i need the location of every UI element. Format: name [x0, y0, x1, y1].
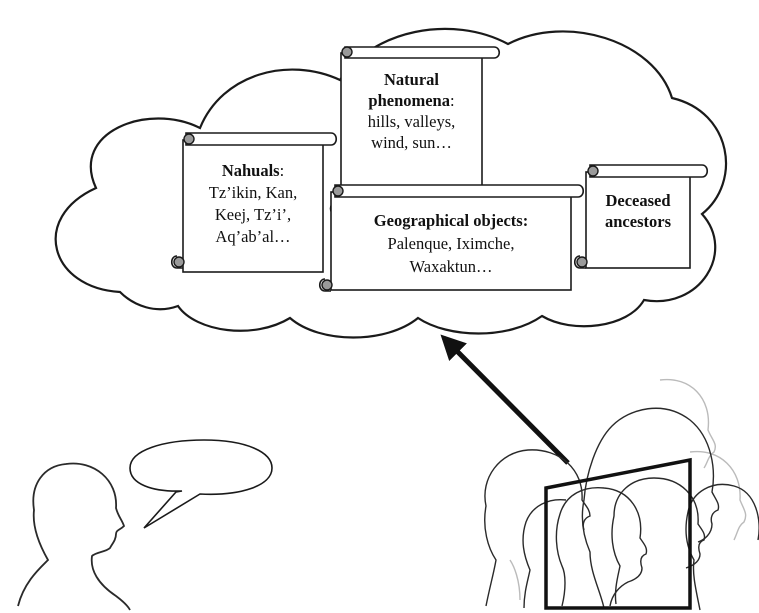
- speaker-head-icon: [17, 462, 131, 611]
- ancestors-title-line1: Deceased: [605, 191, 671, 210]
- scroll-natural-text: Natural phenomena: hills, valleys, wind,…: [345, 69, 478, 153]
- nahuals-title-suffix: :: [279, 161, 285, 180]
- crowd-heads-icon: [484, 378, 759, 611]
- focus-frame-icon: [544, 457, 692, 610]
- geographical-line-1: Palenque, Iximche,: [387, 234, 515, 253]
- nahuals-line-3: Aq’ab’al…: [215, 227, 291, 246]
- scroll-ancestors-text: Deceased ancestors: [590, 190, 686, 232]
- natural-title-line1: Natural: [384, 70, 439, 89]
- scroll-geographical-objects: [318, 184, 585, 292]
- scroll-geographical-text: Geographical objects: Palenque, Iximche,…: [335, 209, 567, 278]
- speech-bubble-icon: [129, 439, 273, 529]
- nahuals-title: Nahuals: [221, 161, 280, 180]
- scroll-nahuals: [170, 132, 338, 273]
- ancestors-title-line2: ancestors: [605, 212, 671, 231]
- geographical-line-2: Waxaktun…: [409, 257, 493, 276]
- nahuals-line-1: Tz’ikin, Kan,: [208, 183, 298, 202]
- geographical-title: Geographical objects:: [373, 211, 529, 230]
- scroll-natural-phenomena: [329, 46, 501, 215]
- natural-title-line2: phenomena: [368, 91, 450, 110]
- nahuals-line-2: Keej, Tz’i’,: [214, 205, 292, 224]
- arrow-icon: [440, 334, 570, 465]
- natural-line-1: hills, valleys,: [367, 112, 456, 131]
- natural-line-2: wind, sun…: [371, 133, 452, 152]
- scroll-deceased-ancestors: [573, 164, 709, 269]
- scroll-nahuals-text: Nahuals: Tz’ikin, Kan, Keej, Tz’i’, Aq’a…: [187, 160, 319, 248]
- natural-title-suffix: :: [450, 91, 455, 110]
